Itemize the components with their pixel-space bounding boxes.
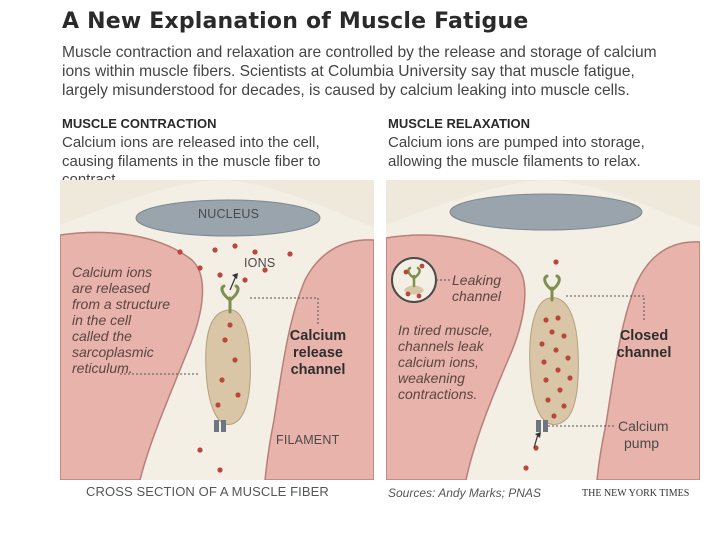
reticulum-note: Calcium ions are released from a structu… (72, 264, 170, 376)
sarcoplasmic-reticulum (529, 297, 579, 425)
release-channel-icon (220, 284, 240, 314)
relaxation-diagram: Leaking channel In tired muscle, channel… (386, 180, 700, 480)
muscle-tissue-right (596, 241, 700, 480)
contraction-description-line: causing filaments in the muscle fiber to (62, 152, 321, 170)
relaxation-heading: MUSCLE RELAXATION (388, 116, 531, 131)
leaking-channel-label: Leaking channel (452, 272, 501, 304)
closed-channel-icon (543, 274, 561, 302)
relaxation-illustration (386, 180, 700, 480)
label-line: Calcium (618, 418, 669, 434)
sources-credit: Sources: Andy Marks; PNAS (388, 486, 541, 500)
intro-line: Muscle contraction and relaxation are co… (62, 44, 657, 61)
label-line: channel (290, 362, 346, 378)
note-line: Calcium ions (72, 264, 153, 280)
note-line: called the (72, 328, 132, 344)
label-line: channel (452, 288, 502, 304)
closed-channel-label: Closed channel (612, 328, 676, 362)
calcium-pump-label: Calcium pump (618, 418, 669, 452)
pump-icon (536, 420, 541, 432)
note-line: from a structure (72, 296, 171, 312)
label-line: Leaking (452, 272, 502, 288)
intro-line: ions within muscle fibers. Scientists at… (62, 63, 635, 80)
note-line: weakening (398, 370, 465, 386)
relaxation-description: Calcium ions are pumped into storage, al… (388, 134, 645, 171)
figure-caption: CROSS SECTION OF A MUSCLE FIBER (86, 484, 329, 499)
calcium-ions (177, 243, 293, 473)
nucleus-shape (449, 193, 643, 231)
stored-calcium-ions (523, 259, 573, 471)
note-line: sarcoplasmic (72, 344, 154, 360)
release-channel-label: Calcium release channel (286, 328, 350, 379)
intro-line: largely misunderstood for decades, is ca… (62, 82, 630, 99)
muscle-tissue-left (60, 231, 204, 480)
label-line: Closed (619, 328, 669, 344)
contraction-description-line: Calcium ions are released into the cell, (62, 134, 320, 151)
relaxation-description-line: allowing the muscle filaments to relax. (388, 152, 641, 170)
relaxation-description-line: Calcium ions are pumped into storage, (388, 134, 645, 151)
nucleus-shape (135, 199, 321, 237)
label-line: channel (616, 345, 672, 361)
nucleus-label: NUCLEUS (198, 207, 260, 221)
note-line: in the cell (72, 312, 132, 328)
muscle-tissue-right (264, 239, 374, 480)
tired-muscle-note: In tired muscle, channels leak calcium i… (398, 322, 493, 402)
sarcoplasmic-reticulum (205, 309, 251, 425)
intro-paragraph: Muscle contraction and relaxation are co… (62, 43, 702, 100)
note-line: In tired muscle, (398, 322, 493, 338)
headline: A New Explanation of Muscle Fatigue (62, 9, 529, 34)
label-line: Calcium (289, 328, 347, 344)
label-line: release (293, 345, 343, 361)
ion-arrow-icon (229, 275, 237, 291)
filament-label: FILAMENT (276, 433, 340, 447)
note-line: contractions. (398, 386, 478, 402)
note-line: are released (72, 280, 150, 296)
contraction-diagram: NUCLEUS IONS Calcium ions are released f… (60, 180, 374, 480)
label-line: pump (624, 435, 660, 451)
publisher-credit: THE NEW YORK TIMES (582, 488, 690, 499)
note-line: channels leak (398, 338, 484, 354)
contraction-heading: MUSCLE CONTRACTION (62, 116, 217, 131)
note-line: reticulum. (72, 360, 133, 376)
note-line: calcium ions, (398, 354, 479, 370)
contraction-illustration (60, 180, 374, 480)
pump-icon (214, 420, 219, 432)
ions-label: IONS (244, 256, 276, 270)
